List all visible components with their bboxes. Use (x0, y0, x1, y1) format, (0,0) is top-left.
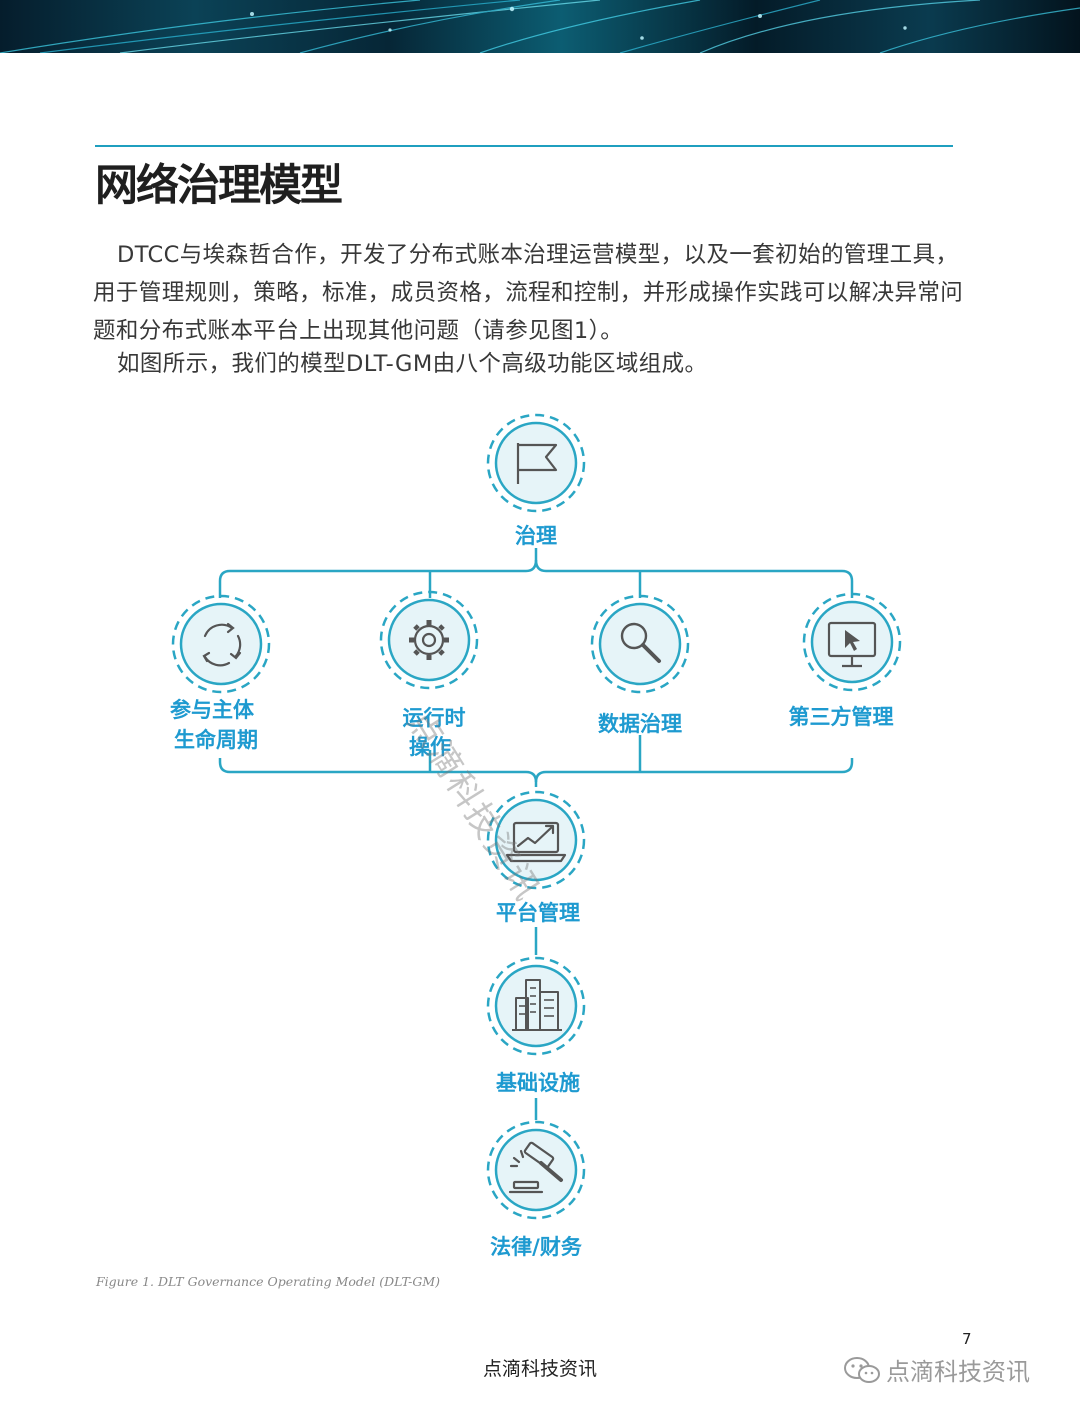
wechat-icon (844, 1356, 880, 1383)
label-legal-finance: 法律/财务 (490, 1235, 583, 1259)
monitor-cursor-icon (827, 621, 877, 668)
magnifier-icon (620, 622, 661, 663)
footer-source: 点滴科技资讯 (482, 1358, 597, 1380)
node-third-party: 第三方管理 (789, 592, 902, 729)
gavel-icon (508, 1141, 563, 1194)
label-participant-lifecycle-line2: 生命周期 (174, 728, 258, 752)
gear-icon (409, 620, 449, 660)
page-number: 7 (962, 1330, 972, 1348)
fiber-optic-decoration (0, 0, 1080, 53)
paragraph-intro: DTCC与埃森哲合作，开发了分布式账本治理运营模型，以及一套初始的管理工具，用于… (93, 242, 964, 344)
label-runtime-operations-line2: 操作 (409, 735, 451, 759)
flag-icon (516, 443, 558, 484)
paragraph-model: 如图所示，我们的模型DLT-GM由八个高级功能区域组成。 (117, 351, 708, 377)
laptop-chart-icon (505, 821, 567, 863)
node-runtime-operations: 运行时 操作 (379, 590, 479, 759)
label-participant-lifecycle-line1: 参与主体 (170, 698, 255, 722)
page-title: 网络治理模型 (95, 161, 343, 211)
node-legal-finance: 法律/财务 (486, 1120, 586, 1259)
node-platform: 平台管理 (486, 790, 586, 925)
refresh-cycle-icon (202, 622, 242, 667)
node-infrastructure: 基础设施 (486, 956, 586, 1095)
label-governance: 治理 (515, 524, 557, 548)
wechat-badge: 点滴科技资讯 (842, 1352, 1030, 1387)
node-participant-lifecycle: 参与主体 生命周期 (170, 594, 271, 752)
label-third-party: 第三方管理 (789, 705, 894, 729)
label-data-governance: 数据治理 (598, 712, 682, 736)
wechat-account-name: 点滴科技资讯 (886, 1358, 1030, 1386)
label-platform: 平台管理 (496, 901, 580, 925)
header-banner-image (0, 0, 1080, 53)
node-governance: 治理 (486, 413, 586, 548)
figure-caption: Figure 1. DLT Governance Operating Model… (96, 1274, 441, 1289)
body-text: DTCC与埃森哲合作，开发了分布式账本治理运营模型，以及一套初始的管理工具，用于… (93, 236, 973, 383)
connector-lines (218, 548, 854, 1120)
label-runtime-operations-line1: 运行时 (403, 706, 466, 730)
label-infrastructure: 基础设施 (496, 1071, 580, 1095)
title-rule (95, 145, 953, 147)
node-data-governance: 数据治理 (590, 594, 690, 736)
buildings-icon (512, 979, 562, 1031)
